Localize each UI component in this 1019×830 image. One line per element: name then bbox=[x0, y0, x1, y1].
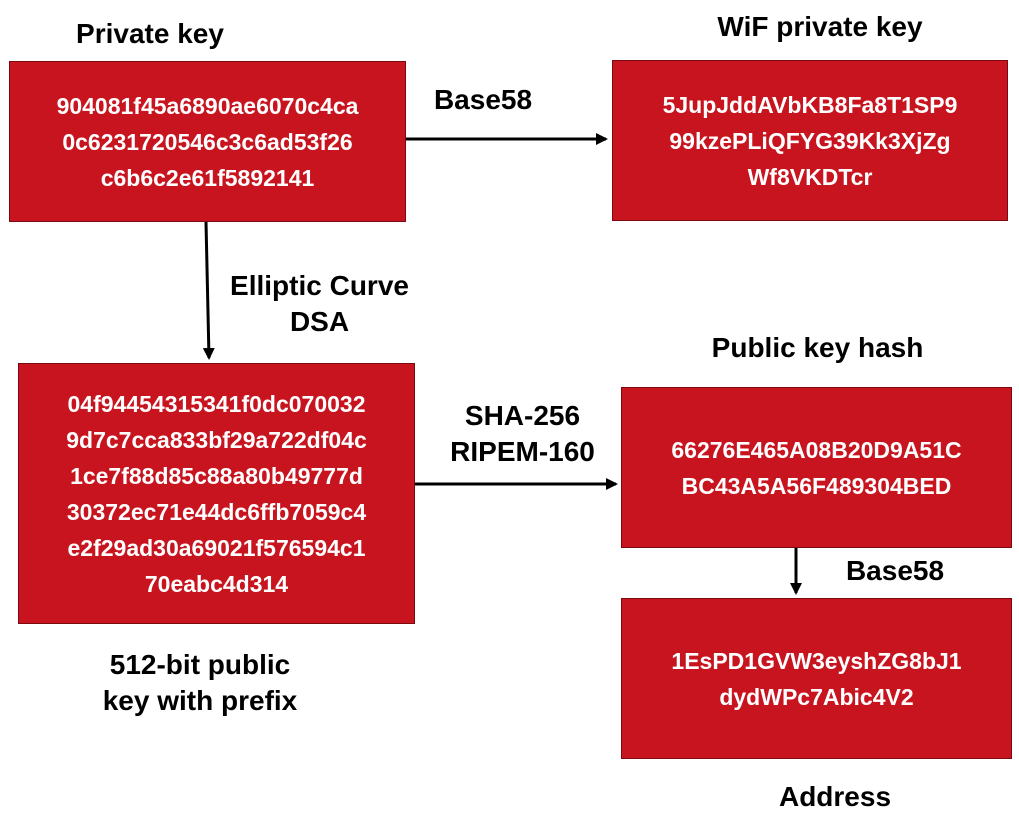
public-key-line: 1ce7f88d85c88a80b49777d bbox=[70, 462, 363, 489]
private-key-line: c6b6c2e61f5892141 bbox=[100, 164, 315, 191]
wif-key-line: 99kzePLiQFYG39Kk3XjZg bbox=[669, 127, 951, 154]
wif-key-box: 5JupJddAVbKB8Fa8T1SP9 99kzePLiQFYG39Kk3X… bbox=[612, 60, 1008, 221]
wif-key-line: Wf8VKDTcr bbox=[747, 163, 873, 190]
private-key-title: Private key bbox=[76, 18, 224, 49]
public-key-box: 04f94454315341f0dc070032 9d7c7cca833bf29… bbox=[18, 363, 415, 624]
public-key-line: 04f94454315341f0dc070032 bbox=[67, 390, 366, 417]
hash-label-line: RIPEM-160 bbox=[450, 436, 595, 467]
public-key-line: 9d7c7cca833bf29a722df04c bbox=[66, 426, 367, 453]
base58-bottom-label: Base58 bbox=[845, 555, 945, 586]
address-box: 1EsPD1GVW3eyshZG8bJ1 dydWPc7Abic4V2 bbox=[621, 598, 1012, 759]
public-key-hash-line: 66276E465A08B20D9A51C bbox=[671, 436, 962, 463]
private-key-box: 904081f45a6890ae6070c4ca 0c6231720546c3c… bbox=[9, 61, 406, 222]
ecdsa-label-line: DSA bbox=[289, 306, 350, 337]
address-line: 1EsPD1GVW3eyshZG8bJ1 bbox=[671, 647, 962, 674]
public-key-line: 30372ec71e44dc6ffb7059c4 bbox=[66, 498, 367, 525]
public-key-line: 70eabc4d314 bbox=[144, 570, 289, 597]
public-key-line: e2f29ad30a69021f576594c1 bbox=[67, 534, 366, 561]
base58-top-label: Base58 bbox=[433, 84, 533, 115]
public-key-title: 512-bit public key with prefix bbox=[55, 647, 345, 719]
arrow-private-to-public bbox=[202, 221, 215, 360]
wif-key-line: 5JupJddAVbKB8Fa8T1SP9 bbox=[662, 91, 958, 118]
hash-label: SHA-256 RIPEM-160 bbox=[430, 398, 615, 470]
public-key-hash-box: 66276E465A08B20D9A51C BC43A5A56F489304BE… bbox=[621, 387, 1012, 548]
public-key-title-line: 512-bit public bbox=[109, 649, 291, 680]
ecdsa-label: Elliptic Curve DSA bbox=[212, 268, 427, 340]
private-key-line: 0c6231720546c3c6ad53f26 bbox=[62, 128, 353, 155]
address-line: dydWPc7Abic4V2 bbox=[719, 683, 914, 710]
address-title: Address bbox=[778, 781, 892, 812]
ecdsa-label-line: Elliptic Curve bbox=[230, 270, 409, 301]
wif-key-title: WiF private key bbox=[717, 11, 923, 42]
public-key-hash-title: Public key hash bbox=[711, 332, 924, 363]
public-key-title-line: key with prefix bbox=[102, 685, 298, 716]
hash-label-line: SHA-256 bbox=[464, 400, 581, 431]
public-key-hash-line: BC43A5A56F489304BED bbox=[681, 472, 952, 499]
private-key-line: 904081f45a6890ae6070c4ca bbox=[56, 92, 359, 119]
